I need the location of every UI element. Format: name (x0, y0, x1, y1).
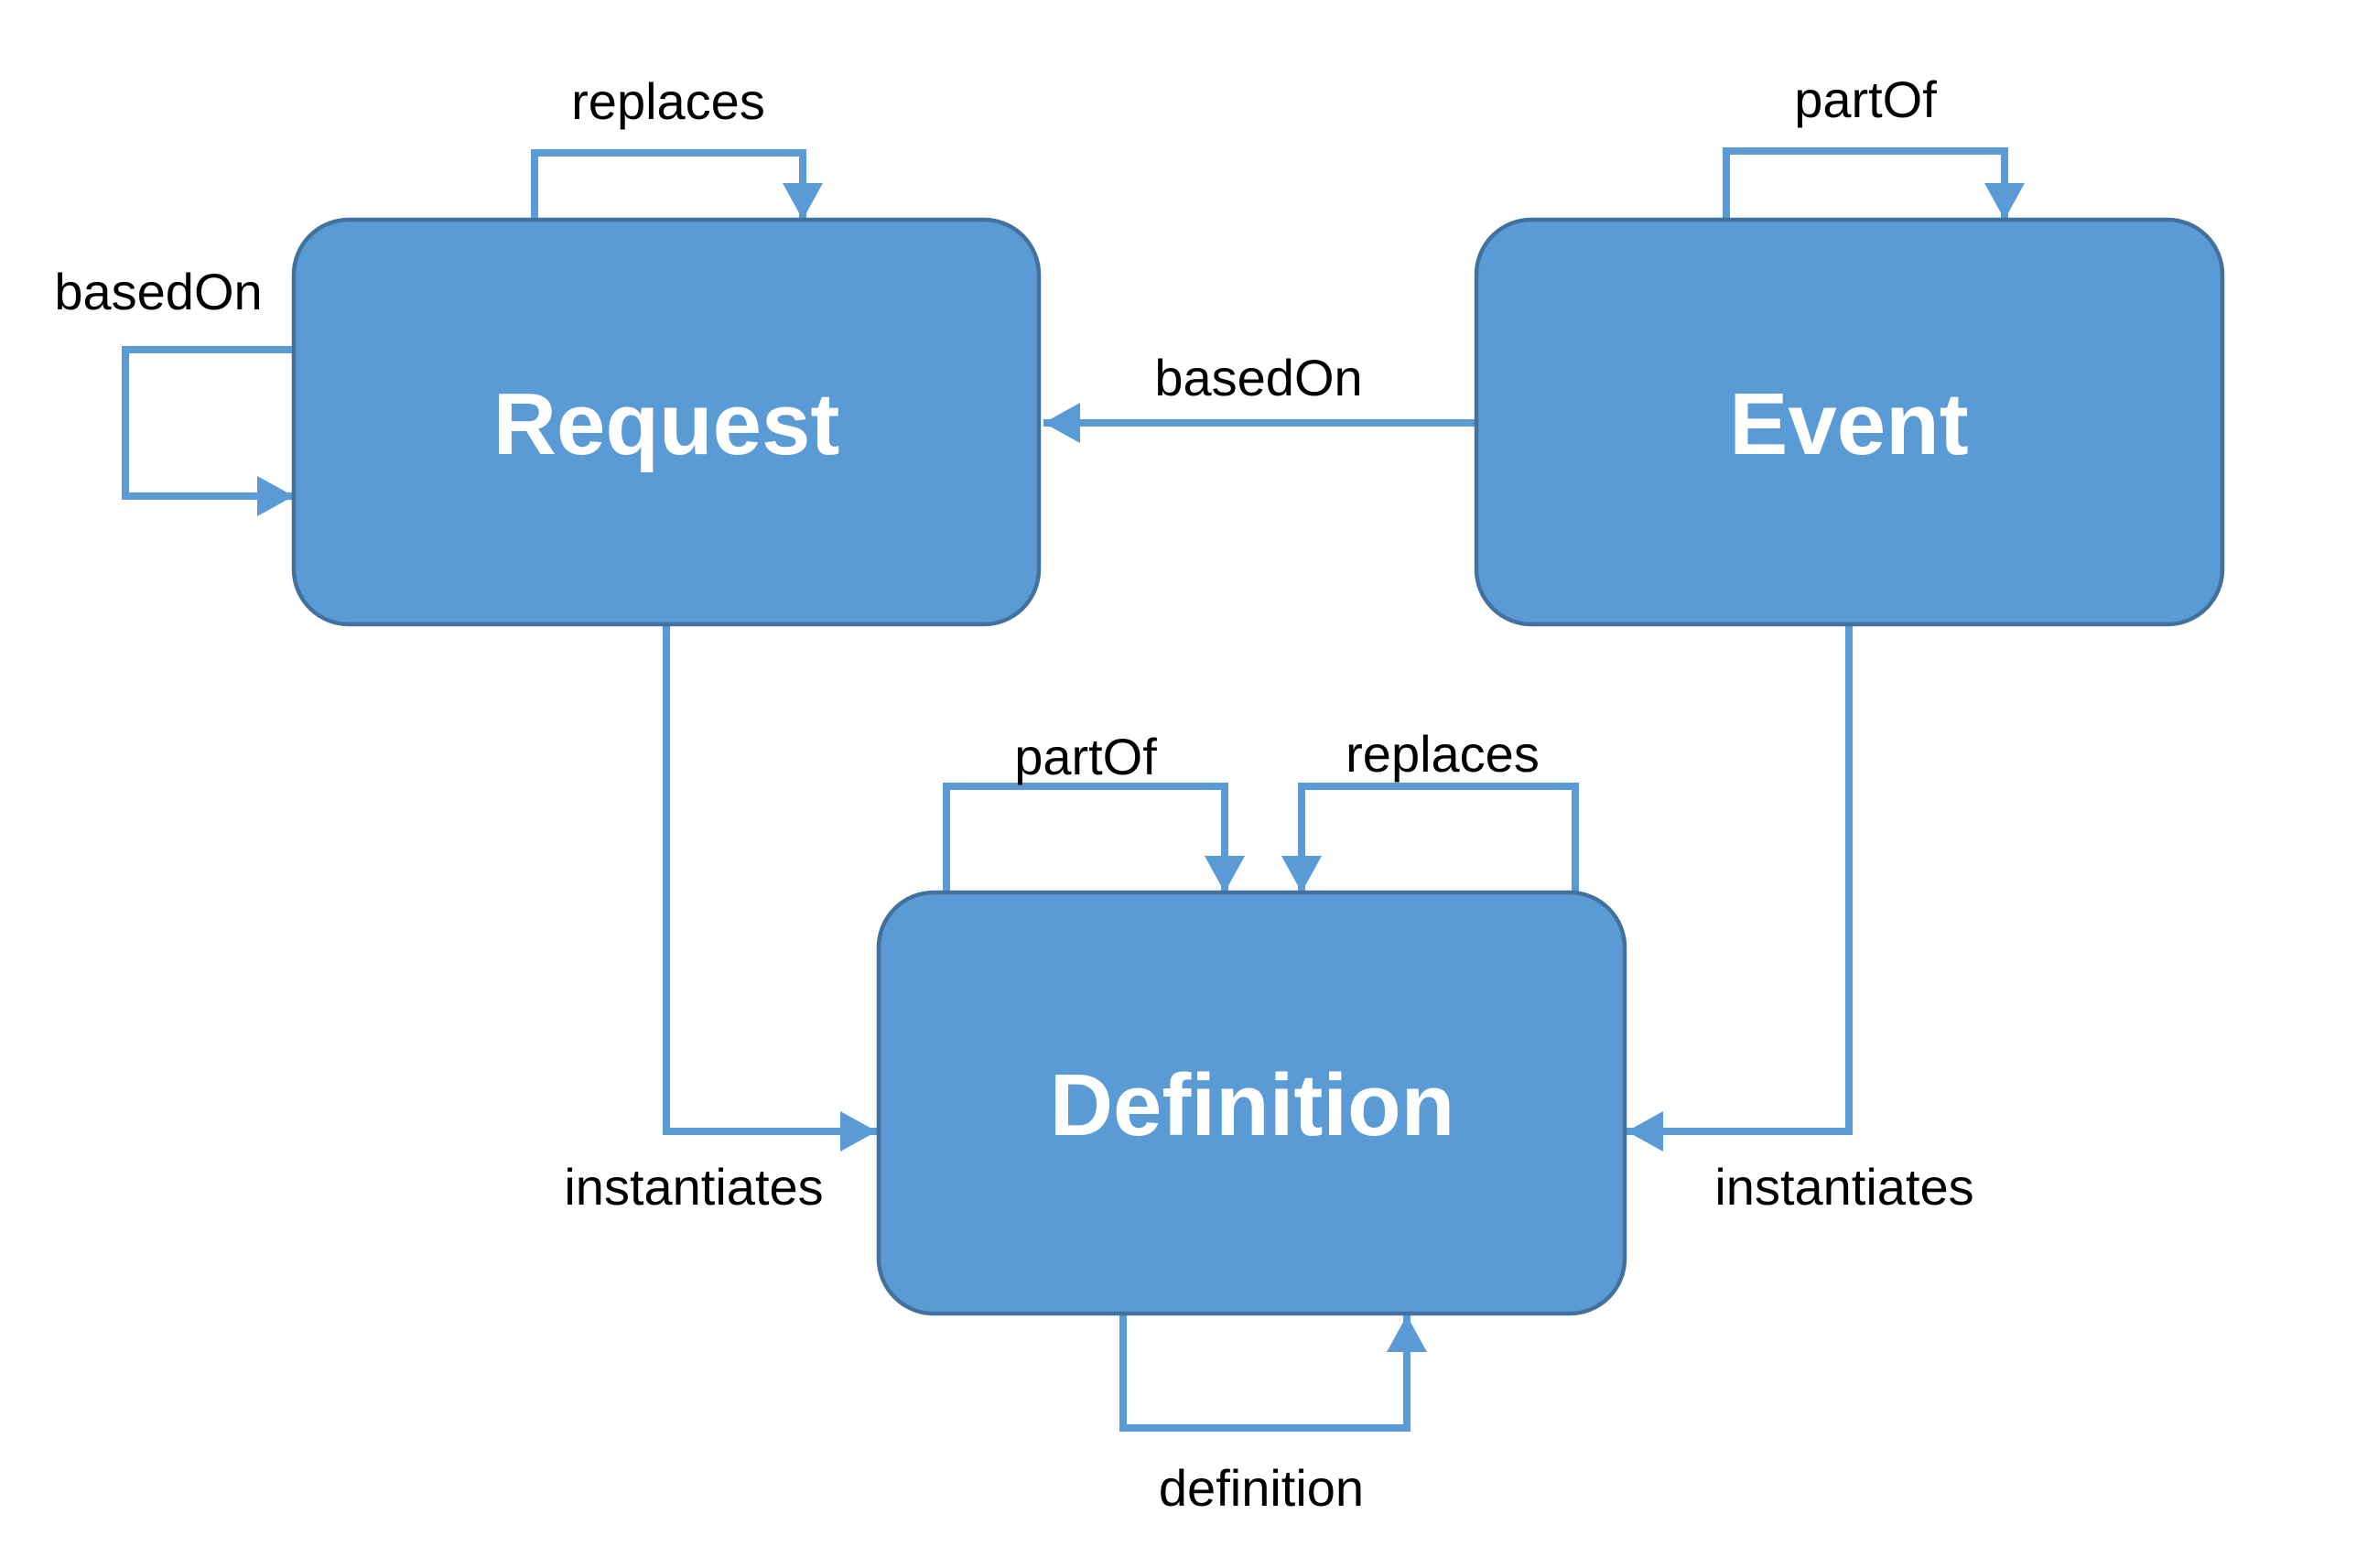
edge-request-replaces-line (531, 149, 823, 220)
definition-node-label: Definition (1050, 1056, 1455, 1154)
edge-label-replaces-request: replaces (571, 72, 765, 130)
edge-label-basedon-request: basedOn (54, 263, 262, 320)
edge-request-basedon-self: basedOn (54, 263, 294, 516)
edge-definition-replaces-line (1281, 783, 1579, 892)
edge-event-basedon-request: basedOn (1043, 349, 1476, 443)
event-node: Event (1474, 217, 2225, 627)
edge-definition-replaces-self: replaces (1281, 725, 1579, 892)
edge-event-partof-line (1723, 147, 2025, 220)
edge-label-partof-event: partOf (1794, 70, 1937, 128)
edge-request-instantiates-definition: instantiates (564, 624, 877, 1216)
edge-event-instantiates-line (1627, 624, 1853, 1152)
edge-request-basedon-line (122, 346, 294, 516)
edge-label-partof-definition: partOf (1014, 728, 1157, 785)
definition-node-box (876, 890, 1627, 1316)
edge-request-replaces-self: replaces (531, 72, 823, 220)
event-node-box (1474, 217, 2225, 627)
edge-definition-partof-line (943, 783, 1245, 892)
edge-definition-partof-self: partOf (943, 728, 1245, 892)
request-node: Request (291, 217, 1042, 627)
edge-label-instantiates-right: instantiates (1714, 1158, 1973, 1216)
definition-node: Definition (876, 890, 1627, 1316)
edge-label-basedon-between: basedOn (1154, 349, 1362, 406)
edge-label-definition-self: definition (1159, 1459, 1364, 1517)
edge-event-partof-self: partOf (1723, 70, 2025, 220)
event-node-label: Event (1729, 375, 1968, 473)
edge-event-instantiates-definition: instantiates (1627, 624, 1974, 1216)
edge-definition-definition-line (1119, 1314, 1427, 1432)
edge-request-instantiates-line (663, 624, 877, 1152)
edge-label-instantiates-left: instantiates (564, 1158, 823, 1216)
request-node-box (291, 217, 1042, 627)
request-node-label: Request (493, 375, 840, 473)
edge-definition-definition-self: definition (1119, 1314, 1427, 1517)
edge-label-replaces-definition: replaces (1346, 725, 1540, 783)
